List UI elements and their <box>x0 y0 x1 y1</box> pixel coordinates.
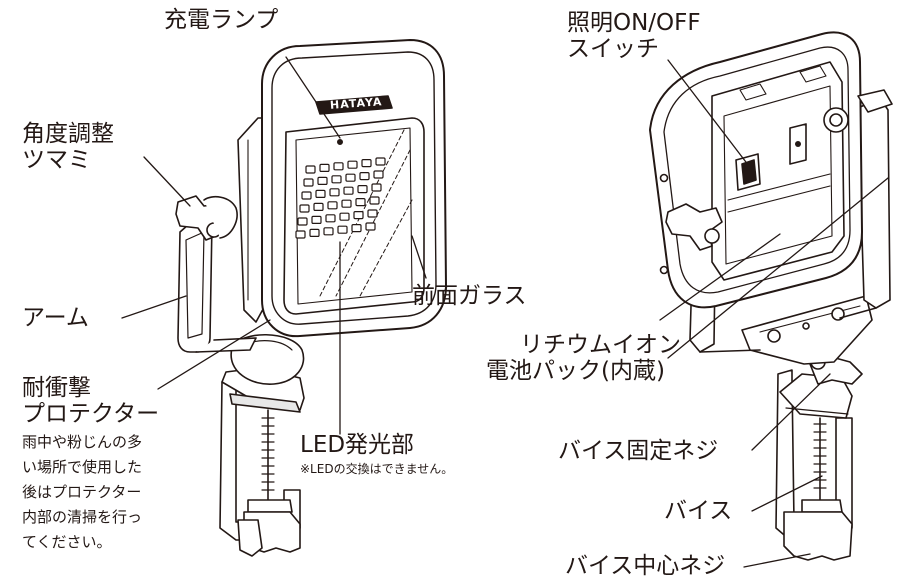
led-cell <box>373 170 384 179</box>
led-cell <box>303 178 314 187</box>
protector-note-line4: 内部の清掃を行っ <box>22 508 143 526</box>
label-led-unit: LED発光部 <box>300 432 415 458</box>
rear-view-light <box>649 31 893 561</box>
led-cell <box>311 215 322 224</box>
led-cell <box>369 196 380 205</box>
label-protector-line1: 耐衝撃 <box>22 375 91 401</box>
led-cell <box>327 201 338 210</box>
front-angle-knob <box>175 195 238 241</box>
label-angle-knob-line2: ツマミ <box>22 147 91 173</box>
led-note: ※LEDの交換はできません。 <box>300 462 454 476</box>
led-cell <box>345 173 356 182</box>
charge-lamp-dot <box>336 139 343 146</box>
label-switch-line1: 照明ON/OFF <box>567 10 701 36</box>
led-cell <box>313 202 324 211</box>
led-cell <box>315 189 326 198</box>
label-vise-screw: バイス固定ネジ <box>558 438 719 464</box>
led-cell <box>361 159 372 168</box>
label-switch-line2: スイッチ <box>567 36 659 62</box>
led-cell <box>341 199 352 208</box>
led-cell <box>323 227 334 236</box>
led-cell <box>343 186 354 195</box>
protector-note-line3: 後はプロテクター <box>22 483 142 501</box>
protector-note-line1: 雨中や粉じんの多 <box>22 433 143 451</box>
led-cell <box>297 217 308 226</box>
led-cell <box>329 188 340 197</box>
label-vise: バイス <box>664 498 733 524</box>
led-cell <box>371 183 382 192</box>
led-cell <box>317 176 328 185</box>
label-battery-line2: 電池パック(内蔵) <box>486 358 665 384</box>
led-cell <box>375 157 386 166</box>
led-cell <box>353 211 364 220</box>
led-cell <box>325 214 336 223</box>
led-cell <box>359 172 370 181</box>
leader-lines <box>121 56 889 568</box>
label-arm: アーム <box>22 305 89 331</box>
label-vise-center-screw: バイス中心ネジ <box>565 553 726 579</box>
led-cell <box>357 185 368 194</box>
led-cell <box>319 163 330 172</box>
led-cell <box>309 228 320 237</box>
led-cell <box>295 230 306 239</box>
led-cell <box>355 198 366 207</box>
power-switch <box>735 153 761 191</box>
front-clamp <box>219 367 305 557</box>
led-cell <box>339 212 350 221</box>
led-array <box>295 157 386 239</box>
led-cell <box>365 222 376 231</box>
led-cell <box>367 209 378 218</box>
led-cell <box>333 162 344 171</box>
led-cell <box>305 165 316 174</box>
led-cell <box>351 224 362 233</box>
label-protector-line2: プロテクター <box>22 401 160 427</box>
led-cell <box>331 175 342 184</box>
label-charge-lamp: 充電ランプ <box>164 7 279 33</box>
led-cell <box>299 204 310 213</box>
front-view-light <box>175 39 447 557</box>
protector-note-line5: てください。 <box>22 533 112 551</box>
protector-note-line2: い場所で使用した <box>22 458 143 476</box>
led-cell <box>337 225 348 234</box>
label-angle-knob-line1: 角度調整 <box>22 121 114 147</box>
front-arm <box>177 217 257 353</box>
rear-clamp <box>775 354 863 561</box>
label-front-glass: 前面ガラス <box>412 283 527 309</box>
label-battery-line1: リチウムイオン <box>520 332 681 358</box>
led-cell <box>301 191 312 200</box>
led-cell <box>347 160 358 169</box>
